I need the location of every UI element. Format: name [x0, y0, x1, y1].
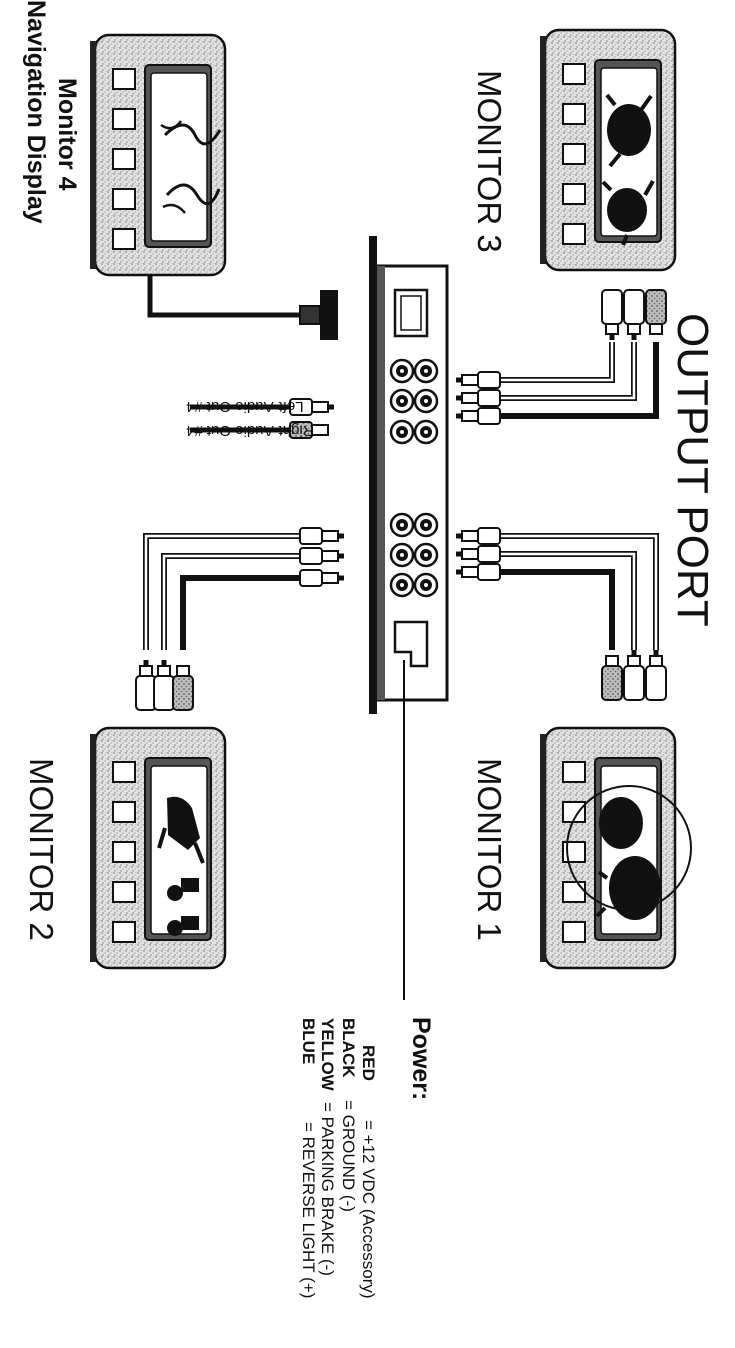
monitor-4-sublabel: Navigation Display: [22, 0, 50, 224]
wire-desc-black: = GROUND (-): [339, 1100, 358, 1212]
rca-lower-1: [299, 527, 345, 545]
rca-upper-2: [455, 389, 501, 407]
rca-lower-3: [299, 569, 345, 587]
wire-desc-blue: = REVERSE LIGHT (+): [299, 1122, 318, 1298]
monitor-3: [538, 28, 677, 272]
output-port-title: OUTPUT PORT: [668, 313, 717, 627]
wire-color-yellow: YELLOW: [318, 1018, 337, 1092]
jack-group-lower: [389, 512, 439, 598]
rca-upper-3: [455, 407, 501, 425]
jack-group-upper: [389, 358, 439, 445]
rca-mid-1: [455, 527, 501, 545]
rca-mid-2: [455, 545, 501, 563]
rca-plug-monitor-2-b: [153, 659, 175, 711]
rca-plug-monitor-3-c: [645, 289, 667, 335]
monitor-1: [538, 726, 692, 970]
monitor-1-label: MONITOR 1: [471, 758, 508, 941]
monitor-4-navigation: [88, 33, 227, 277]
wire-color-blue: BLUE: [299, 1018, 318, 1064]
rca-plug-monitor-3-a: [601, 289, 623, 341]
monitor-1-cable-bundle: [500, 533, 659, 650]
monitor-2-label: MONITOR 2: [23, 758, 60, 941]
monitor-4-label: Monitor 4: [53, 78, 81, 191]
monitor-3-label: MONITOR 3: [471, 70, 508, 253]
rca-plug-monitor-2-c: [172, 665, 194, 711]
monitor-2-cable-bundle: [143, 533, 300, 650]
rca-plug-monitor-1-c: [645, 649, 667, 701]
rca-lower-2: [299, 547, 345, 565]
right-audio-out-label: Right-Audio Out #4: [186, 422, 314, 439]
output-port-unit: [369, 236, 449, 714]
power-title: Power:: [407, 1017, 435, 1100]
left-audio-out-label: Left-Audio Out #4: [186, 398, 304, 415]
wire-desc-yellow: = PARKING BRAKE (-): [318, 1102, 337, 1276]
rca-plug-monitor-1-a: [601, 655, 623, 701]
wire-color-red: RED: [359, 1045, 378, 1081]
monitor-3-cable-bundle: [500, 342, 659, 419]
monitor-4-cable: [147, 275, 338, 340]
rca-upper-1: [455, 371, 501, 389]
rca-plug-monitor-1-b: [623, 649, 645, 701]
wire-desc-red: = +12 VDC (Accessory): [359, 1120, 378, 1299]
rca-right-audio: [289, 421, 329, 439]
rca-plug-monitor-3-b: [623, 289, 645, 341]
rca-mid-3: [455, 563, 501, 581]
monitor-2: [88, 726, 227, 970]
wire-color-black: BLACK: [339, 1018, 358, 1078]
audio-out-cables: [190, 404, 290, 433]
